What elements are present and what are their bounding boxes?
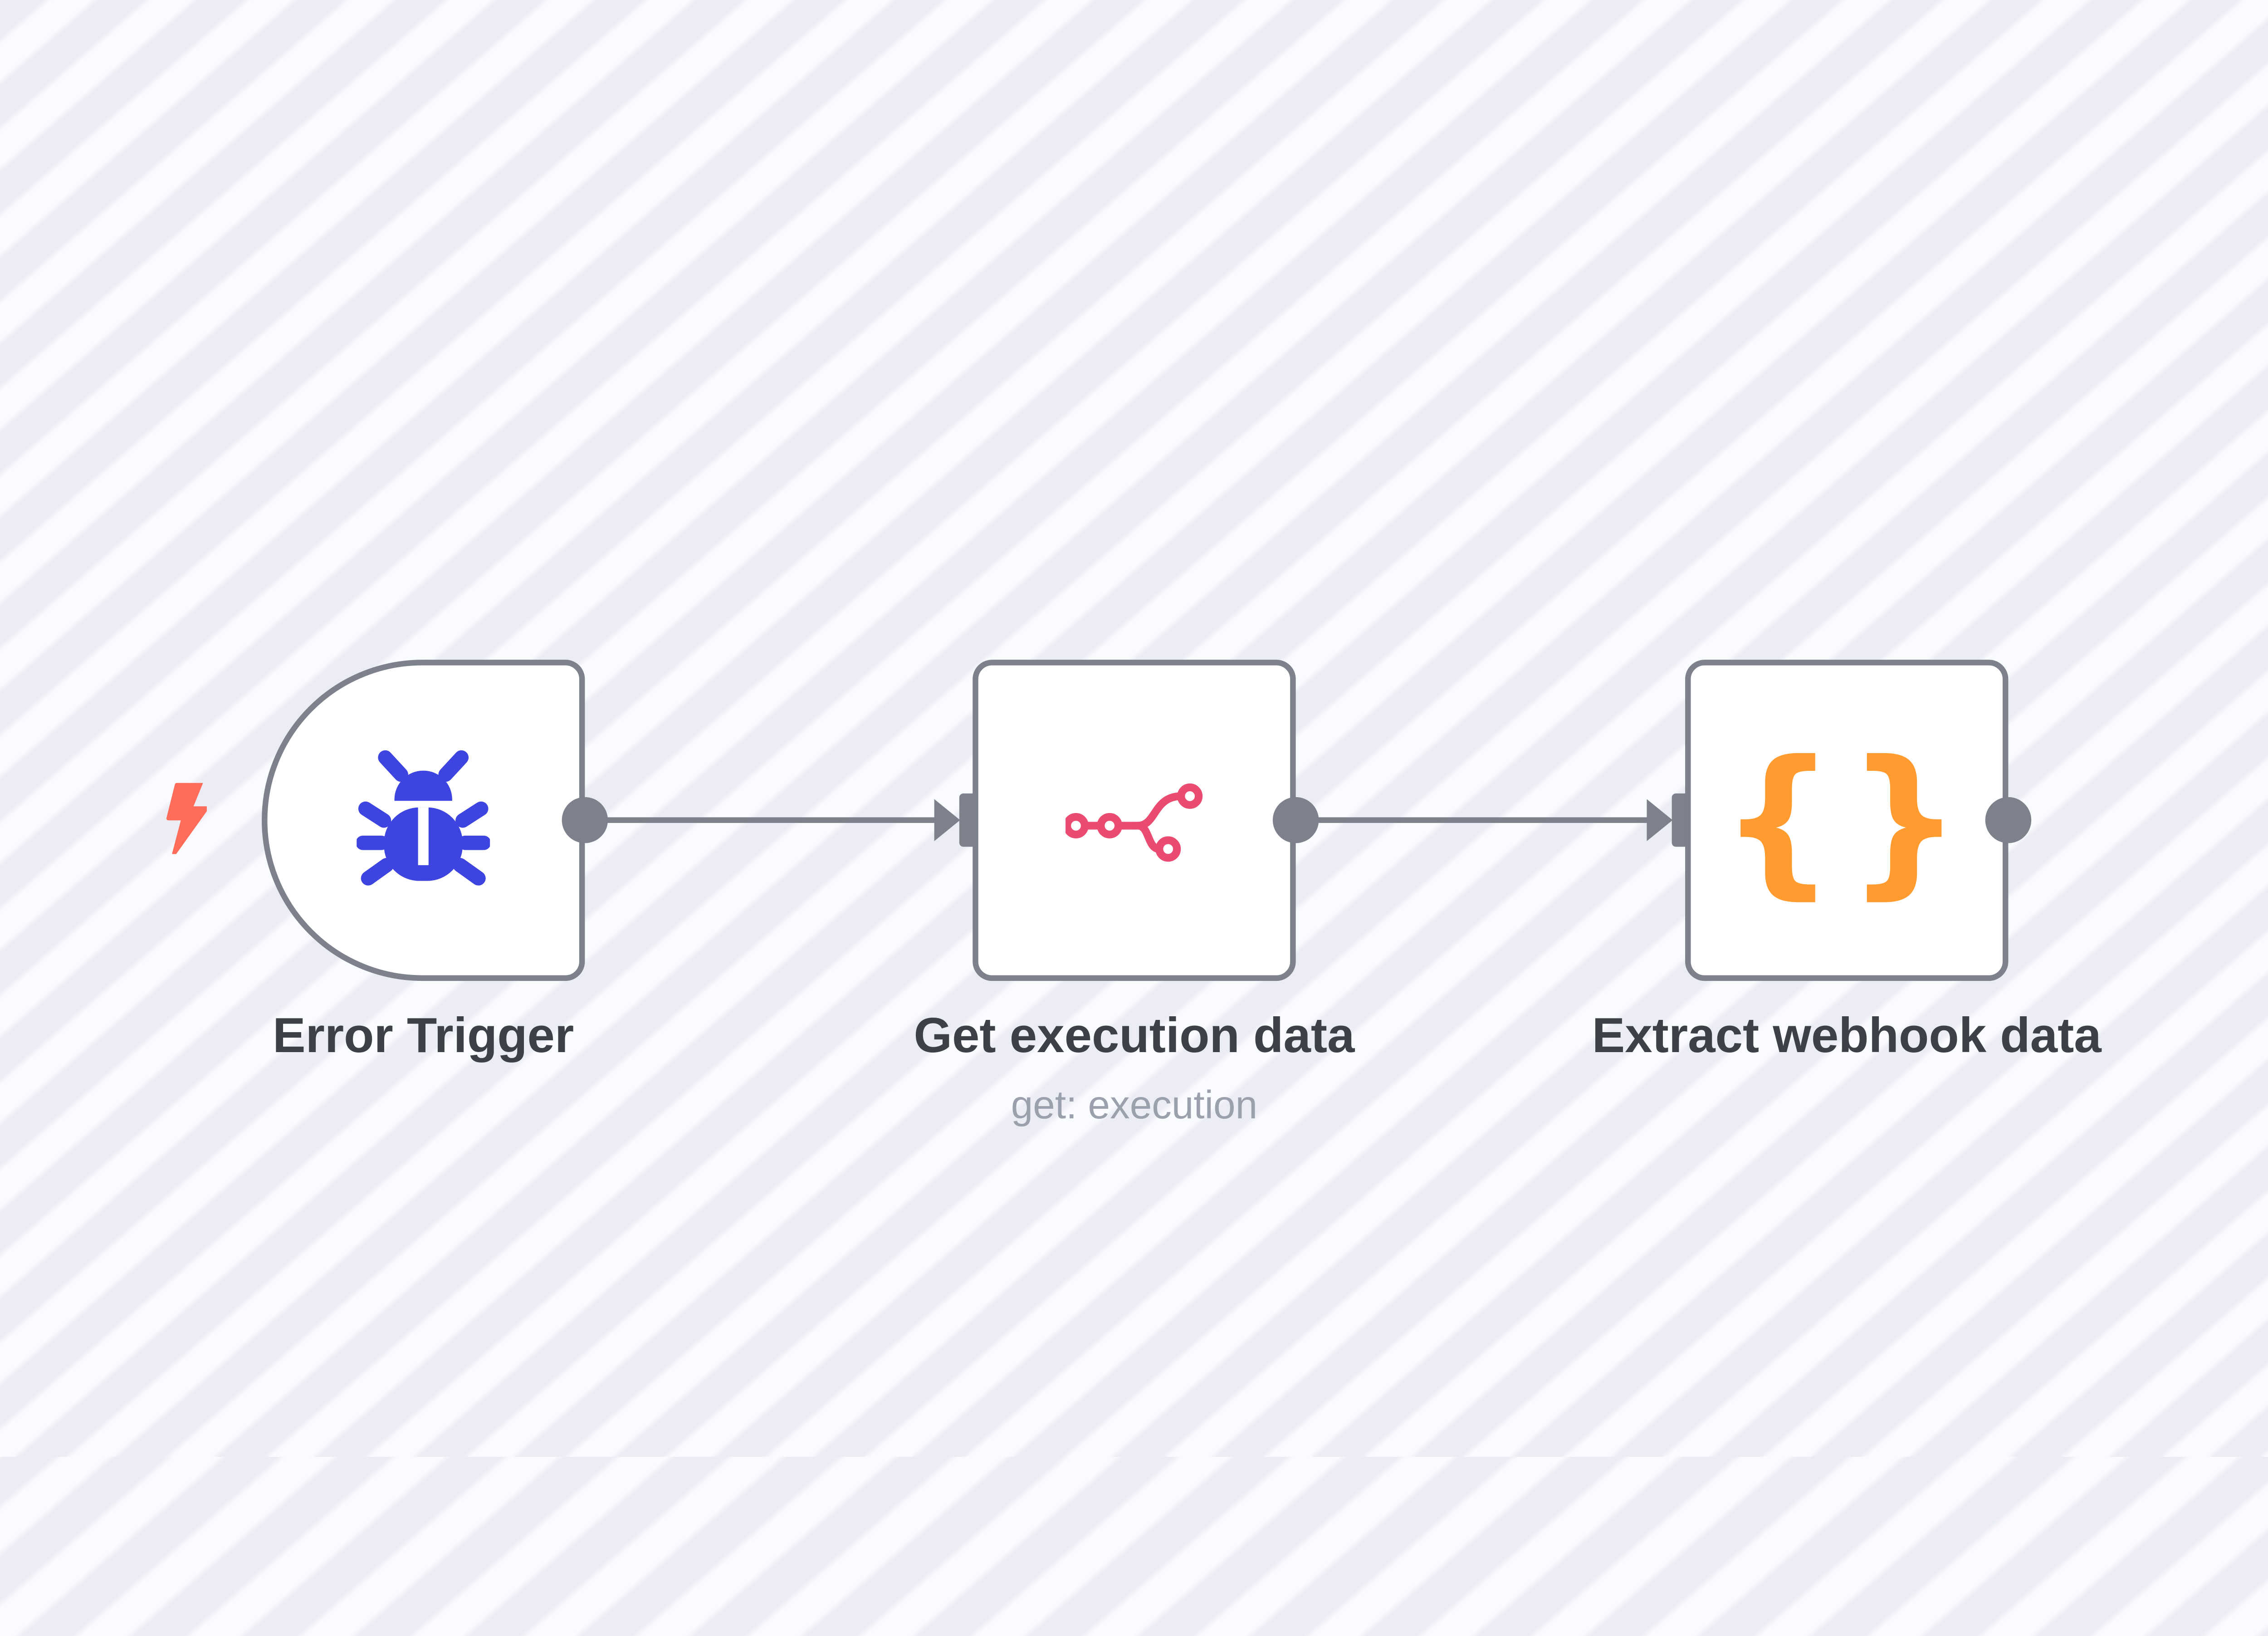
connection-line[interactable] <box>585 817 937 823</box>
node-label[interactable]: Get execution data <box>914 1007 1355 1063</box>
curly-braces-icon: {} <box>1720 726 1973 915</box>
node-output-handle[interactable] <box>1272 797 1319 843</box>
bug-icon <box>357 750 490 886</box>
connection-line[interactable] <box>1295 817 1649 823</box>
n8n-icon <box>1066 783 1203 862</box>
node-extract-webhook-data[interactable]: {} <box>1685 660 2009 981</box>
connection-arrow-icon <box>934 799 960 841</box>
node-get-execution-data[interactable] <box>973 660 1296 981</box>
workflow-canvas[interactable]: {} Error Trigger Get execution data get:… <box>0 0 2268 1457</box>
node-output-handle[interactable] <box>1985 797 2032 843</box>
connection-arrow-icon <box>1647 799 1673 841</box>
node-output-handle[interactable] <box>562 797 608 843</box>
node-label[interactable]: Error Trigger <box>273 1007 574 1063</box>
node-subtitle: get: execution <box>1011 1082 1258 1127</box>
node-error-trigger[interactable] <box>262 660 585 981</box>
node-label[interactable]: Extract webhook data <box>1592 1007 2102 1063</box>
error-bolt-icon <box>166 783 207 854</box>
